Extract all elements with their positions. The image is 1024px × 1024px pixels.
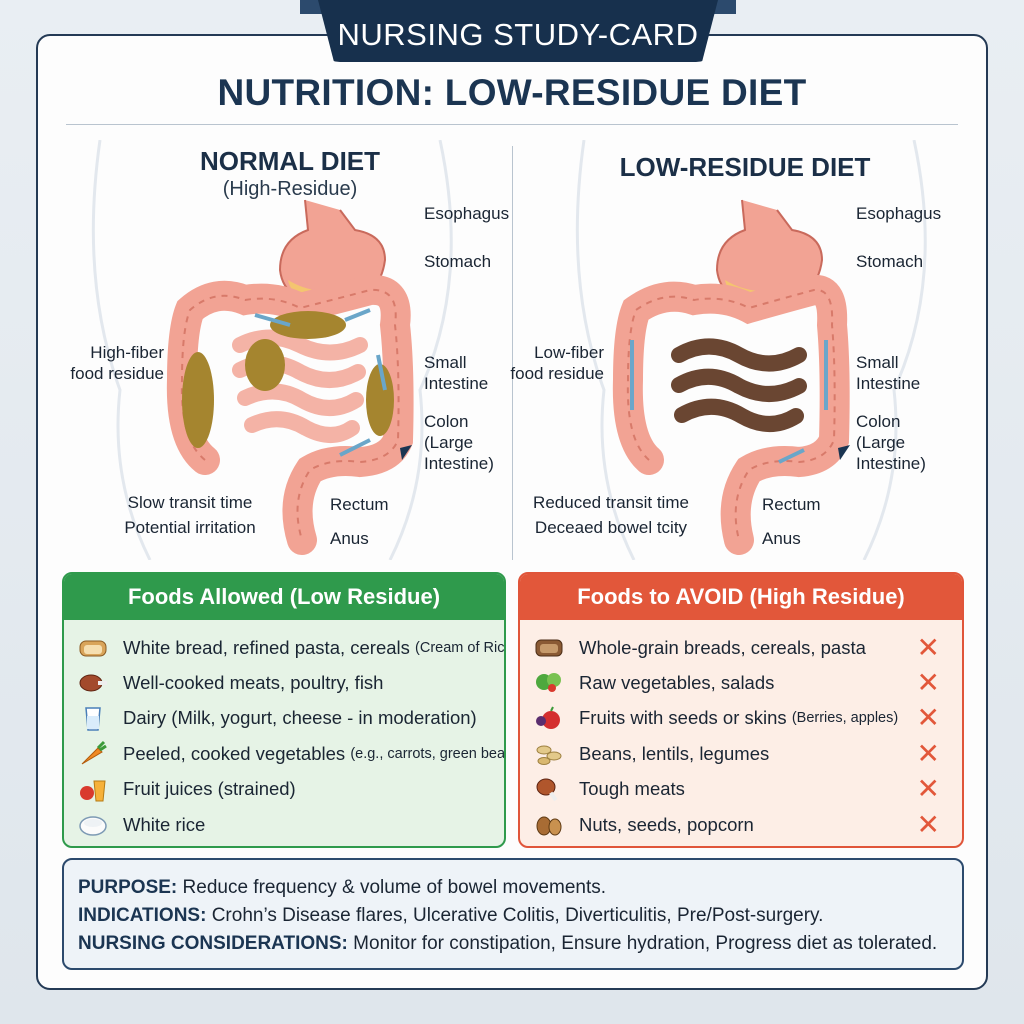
foods-allowed-list: White bread, refined pasta, cereals (Cre… xyxy=(64,620,504,842)
meat-icon xyxy=(76,669,110,697)
carrot-icon xyxy=(76,740,110,768)
wholegrain-icon xyxy=(532,634,566,662)
indications-line: INDICATIONS: Crohn’s Disease flares, Ulc… xyxy=(78,905,824,926)
avoid-x-icon: ✕ xyxy=(916,702,940,734)
avoid-x-icon: ✕ xyxy=(916,808,940,840)
foods-allowed-panel: Foods Allowed (Low Residue) White bread,… xyxy=(62,572,506,848)
low-anus-label: Anus xyxy=(762,529,801,548)
low-esophagus-label: Esophagus xyxy=(856,204,942,223)
milk-icon xyxy=(76,704,110,732)
normal-esophagus-label: Esophagus xyxy=(424,204,510,223)
page-title: NUTRITION: LOW-RESIDUE DIET xyxy=(217,72,807,113)
normal-diet-title: NORMAL DIET xyxy=(199,146,381,176)
salad-icon xyxy=(532,669,566,697)
foods-allowed-heading: Foods Allowed (Low Residue) xyxy=(64,574,504,620)
normal-digestive-tract-illustration xyxy=(91,140,453,560)
foods-avoid-panel: Foods to AVOID (High Residue) Whole-grai… xyxy=(518,572,964,848)
bread-icon xyxy=(76,634,110,662)
avoid-x-icon: ✕ xyxy=(916,737,940,769)
list-item: Dairy (Milk, yogurt, cheese - in moderat… xyxy=(76,701,504,736)
foods-avoid-list: Whole-grain breads, cereals, pasta ✕ Raw… xyxy=(520,620,962,842)
foods-avoid-heading: Foods to AVOID (High Residue) xyxy=(520,574,962,620)
nuts-icon xyxy=(532,811,566,839)
purpose-line: PURPOSE: Reduce frequency & volume of bo… xyxy=(78,877,607,898)
summary-panel: PURPOSE: Reduce frequency & volume of bo… xyxy=(62,858,964,970)
list-item: White bread, refined pasta, cereals (Cre… xyxy=(76,630,504,665)
normal-rectum-label: Rectum xyxy=(330,495,389,514)
avoid-x-icon: ✕ xyxy=(916,631,940,663)
rice-icon xyxy=(76,811,110,839)
list-item: Tough meats ✕ xyxy=(532,772,962,807)
list-item: Nuts, seeds, popcorn ✕ xyxy=(532,807,962,842)
list-item: Beans, lentils, legumes ✕ xyxy=(532,736,962,771)
beans-icon xyxy=(532,740,566,768)
list-item: White rice xyxy=(76,807,504,842)
list-item: Fruit juices (strained) xyxy=(76,772,504,807)
low-residue-title: LOW-RESIDUE DIET xyxy=(619,152,871,182)
list-item: Whole-grain breads, cereals, pasta ✕ xyxy=(532,630,962,665)
low-stomach-label: Stomach xyxy=(856,252,924,271)
juice-icon xyxy=(76,775,110,803)
low-rectum-label: Rectum xyxy=(762,495,821,514)
low-residue-digestive-tract-illustration xyxy=(575,140,927,560)
panel-divider xyxy=(512,146,513,560)
normal-anus-label: Anus xyxy=(330,529,369,548)
berries-icon xyxy=(532,704,566,732)
normal-diet-subtitle: (High-Residue) xyxy=(222,178,358,200)
list-item: Raw vegetables, salads ✕ xyxy=(532,665,962,700)
nursing-considerations-line: NURSING CONSIDERATIONS: Monitor for cons… xyxy=(78,933,938,954)
list-item: Well-cooked meats, poultry, fish xyxy=(76,665,504,700)
title-divider xyxy=(66,124,958,125)
avoid-x-icon: ✕ xyxy=(916,773,940,805)
list-item: Peeled, cooked vegetables (e.g., carrots… xyxy=(76,736,504,771)
drumstick-icon xyxy=(532,775,566,803)
card-tab: NURSING STUDY-CARD xyxy=(318,0,718,62)
normal-stomach-label: Stomach xyxy=(424,252,492,271)
avoid-x-icon: ✕ xyxy=(916,667,940,699)
list-item: Fruits with seeds or skins (Berries, app… xyxy=(532,701,962,736)
